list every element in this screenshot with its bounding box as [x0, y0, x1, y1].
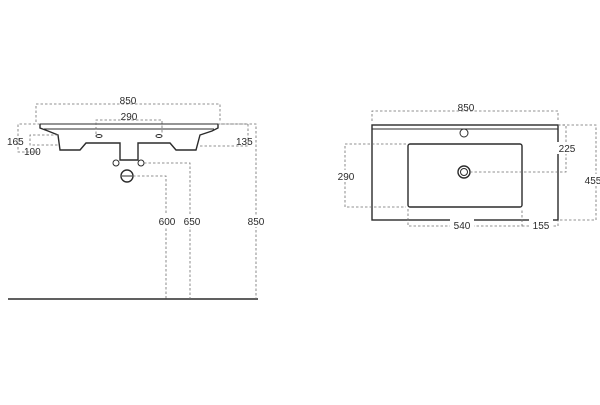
valve-left-icon: [112, 159, 120, 167]
top-dim-width: 850: [458, 103, 475, 114]
basin-profile: [39, 124, 219, 161]
tap-hole-left: [95, 134, 103, 138]
side-dim-width: 850: [120, 96, 137, 107]
basin-outline: [371, 124, 559, 221]
side-dim-left-edge: 165: [7, 137, 24, 148]
side-dim-height-600: 600: [159, 217, 176, 228]
tap-hole-right: [155, 134, 163, 138]
side-dim-taps: 290: [121, 112, 138, 123]
valve-right-icon: [137, 159, 145, 167]
top-dim-margin: 155: [533, 221, 550, 232]
side-dim-height-650: 650: [184, 217, 201, 228]
top-dim-bowl-depth: 290: [338, 172, 355, 183]
side-dim-height-850: 850: [248, 217, 265, 228]
drain-icon: [457, 165, 471, 179]
top-dim-bowl-width: 540: [454, 221, 471, 232]
side-dim-right-edge: 135: [236, 137, 253, 148]
side-view: 850 290 165 100 135 600 650 850: [7, 96, 267, 300]
top-dim-offset: 225: [559, 144, 576, 155]
tap-hole-icon: [459, 128, 469, 138]
side-dim-left-depth: 100: [24, 147, 41, 158]
bowl-outline: [407, 143, 523, 208]
top-dim-depth: 455: [585, 176, 600, 187]
top-view: 850 290 225 455 540 155: [335, 103, 600, 232]
